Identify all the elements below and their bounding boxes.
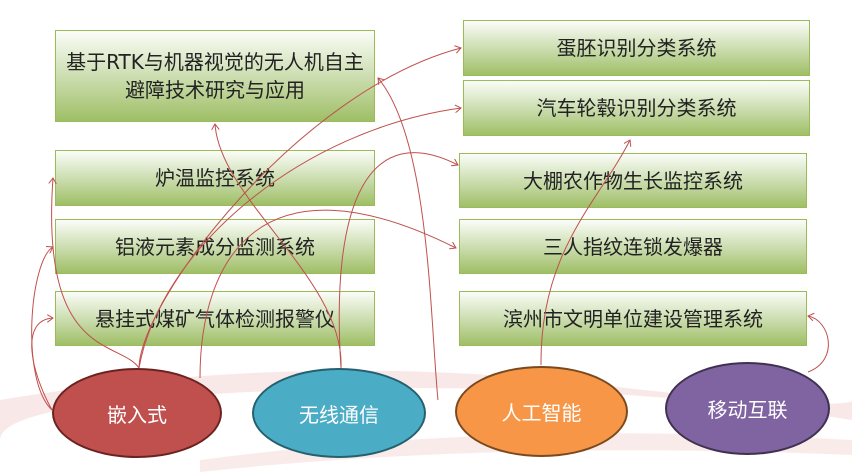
- tech-mobile: 移动互联: [665, 362, 830, 455]
- tech-ai: 人工智能: [455, 366, 628, 457]
- tech-wireless-label: 无线通信: [299, 402, 379, 427]
- tech-mobile-label: 移动互联: [707, 398, 788, 422]
- project-box-fingerprint: 三人指纹连锁发爆器: [459, 219, 807, 274]
- project-box-aluminum: 铝液元素成分监测系统: [55, 219, 375, 274]
- project-box-uav: 基于RTK与机器视觉的无人机自主避障技术研究与应用: [55, 30, 375, 122]
- project-box-egg: 蛋胚识别分类系统: [463, 20, 810, 76]
- project-box-furnace: 炉温监控系统: [55, 150, 375, 206]
- tech-embedded-label: 嵌入式: [107, 402, 167, 427]
- project-box-civilization: 滨州市文明单位建设管理系统: [459, 291, 807, 346]
- tech-ai-label: 人工智能: [501, 401, 582, 425]
- project-box-greenhouse: 大棚农作物生长监控系统: [459, 153, 807, 208]
- tech-embedded: 嵌入式: [52, 368, 222, 458]
- tech-wireless: 无线通信: [252, 368, 426, 458]
- project-box-wheel: 汽车轮毂识别分类系统: [463, 80, 810, 136]
- project-box-gas-alarm: 悬挂式煤矿气体检测报警仪: [55, 291, 375, 346]
